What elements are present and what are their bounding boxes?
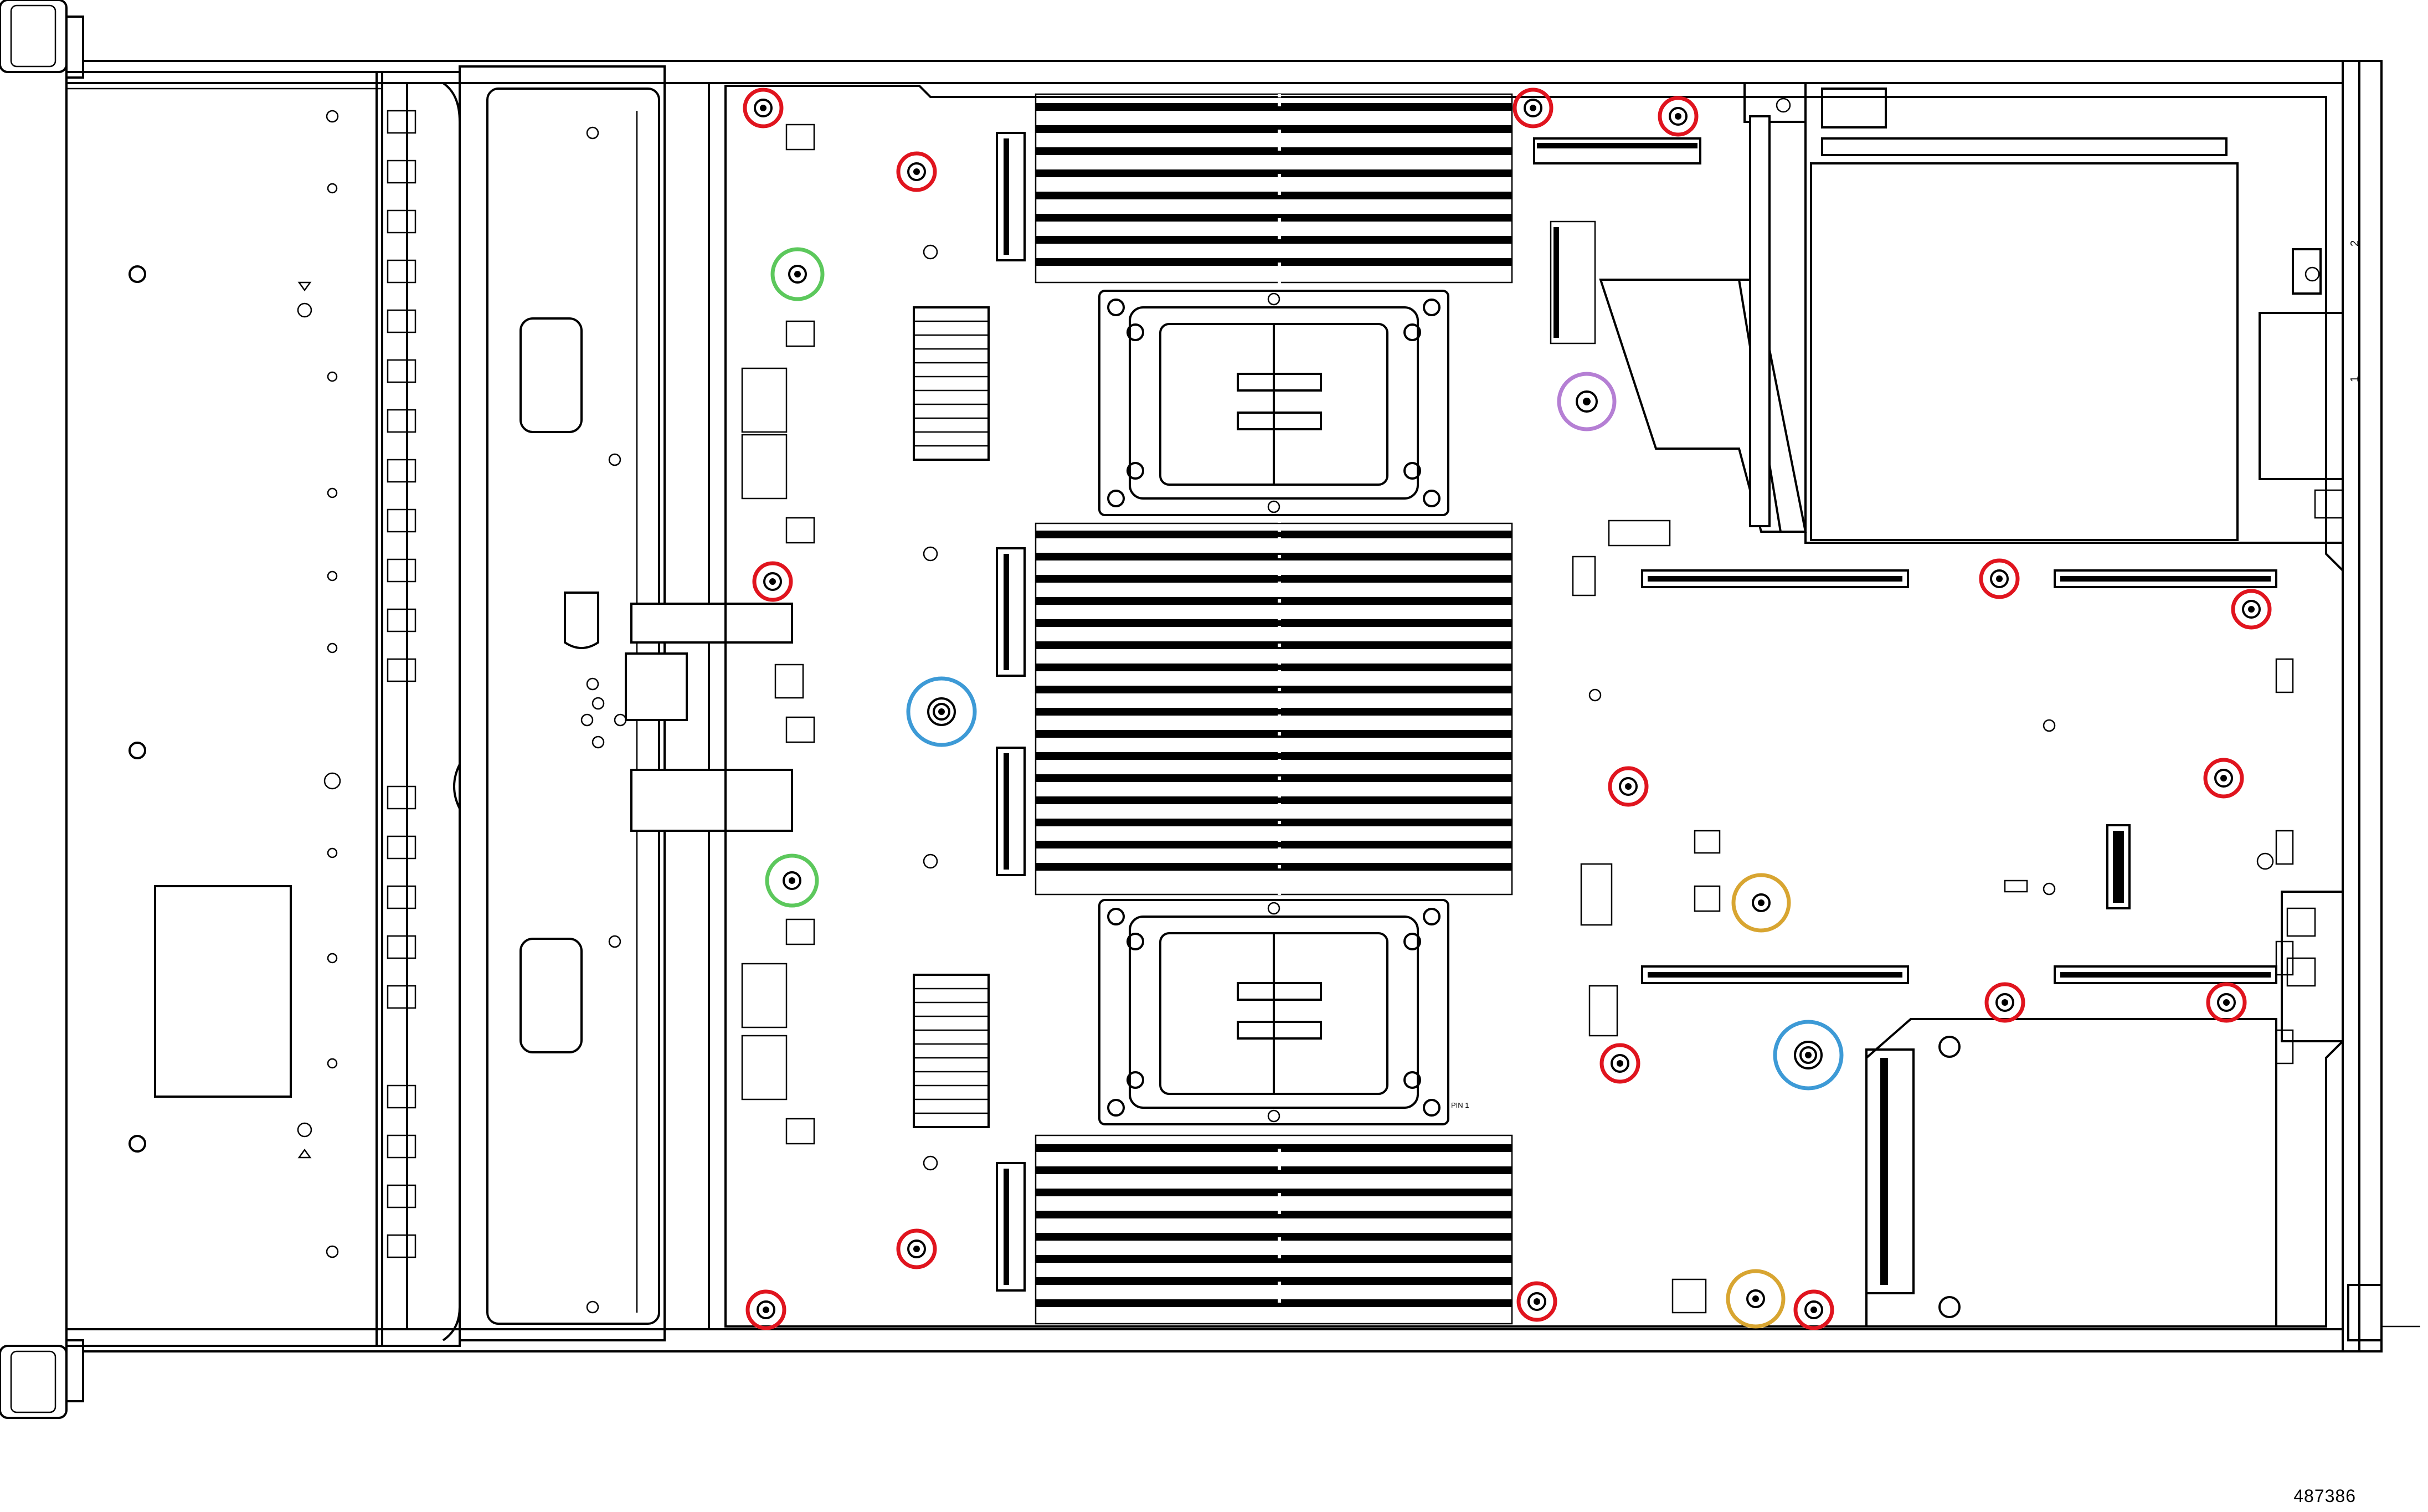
rack-ear-top bbox=[0, 0, 84, 79]
fan-cutout-top bbox=[519, 317, 583, 433]
callout-red bbox=[896, 1228, 937, 1269]
callout-blue bbox=[906, 676, 977, 747]
callouts-green bbox=[765, 247, 825, 908]
callout-yellow bbox=[1726, 1269, 1786, 1329]
callout-red bbox=[1516, 1281, 1557, 1322]
motherboard bbox=[724, 85, 2344, 1328]
callouts-yellow bbox=[1726, 873, 1791, 1329]
callouts-blue bbox=[906, 676, 1844, 1091]
callout-red bbox=[2203, 758, 2244, 799]
pcie-riser-slot bbox=[1533, 137, 1701, 164]
rear-io bbox=[2281, 489, 2420, 1341]
m2-connector bbox=[2106, 824, 2131, 909]
callout-green bbox=[770, 247, 825, 301]
cable-channel bbox=[625, 83, 793, 1329]
callout-red bbox=[1793, 1289, 1834, 1330]
riser-mark-2: 2 bbox=[2349, 240, 2361, 246]
callout-red bbox=[1608, 766, 1649, 807]
callout-red bbox=[752, 561, 793, 602]
board-left-connectors bbox=[741, 124, 938, 1171]
callouts-purple bbox=[1557, 372, 1617, 431]
callout-red bbox=[2206, 982, 2247, 1023]
drive-backplane bbox=[375, 71, 461, 1347]
callout-purple bbox=[1557, 372, 1617, 431]
mcio-connectors bbox=[996, 132, 1026, 1292]
riser-mark-1: 1 bbox=[2349, 376, 2361, 382]
board-misc-parts bbox=[1572, 520, 2294, 1314]
pin-1-label: PIN 1 bbox=[1451, 1101, 1469, 1109]
front-drive-bay bbox=[65, 71, 383, 1347]
callouts-red bbox=[743, 88, 2272, 1330]
dimm-bank-top bbox=[1035, 93, 1513, 284]
callout-yellow bbox=[1731, 873, 1791, 933]
callout-red bbox=[745, 1289, 786, 1330]
fan-latch bbox=[564, 592, 599, 649]
fan-cutout-bottom bbox=[519, 938, 583, 1053]
backplane-connectors bbox=[387, 110, 416, 1258]
callout-red bbox=[1979, 558, 2020, 599]
board-marks: 2 1 bbox=[2349, 240, 2361, 382]
callout-red bbox=[743, 88, 784, 128]
callout-blue bbox=[1773, 1020, 1844, 1091]
dimm-bank-bottom bbox=[1035, 1134, 1513, 1325]
cpu-socket-1 bbox=[1098, 290, 1449, 516]
rack-ear-bottom bbox=[0, 1339, 84, 1419]
vrm-heatsink-top bbox=[913, 306, 990, 461]
front-label-plate bbox=[154, 885, 292, 1098]
ocp-bay bbox=[1865, 1018, 2277, 1328]
dimm-bank-middle bbox=[1035, 522, 1513, 896]
callout-red bbox=[1513, 88, 1553, 128]
callout-red bbox=[2231, 589, 2272, 630]
cpu-socket-2: PIN 1 bbox=[1098, 899, 1469, 1125]
standoffs bbox=[754, 99, 2261, 1319]
callout-red bbox=[1599, 1043, 1640, 1084]
pcie-slots-right bbox=[1641, 569, 2277, 984]
vrm-heatsink-bottom bbox=[913, 974, 990, 1128]
callout-green bbox=[765, 853, 819, 908]
callout-red bbox=[1658, 96, 1699, 137]
riser-edge-connector bbox=[1749, 115, 1771, 527]
figure-id: 487386 bbox=[2293, 1486, 2356, 1506]
callout-red bbox=[1984, 982, 2025, 1023]
callout-red bbox=[896, 151, 937, 192]
riser-cage bbox=[1743, 82, 2344, 544]
